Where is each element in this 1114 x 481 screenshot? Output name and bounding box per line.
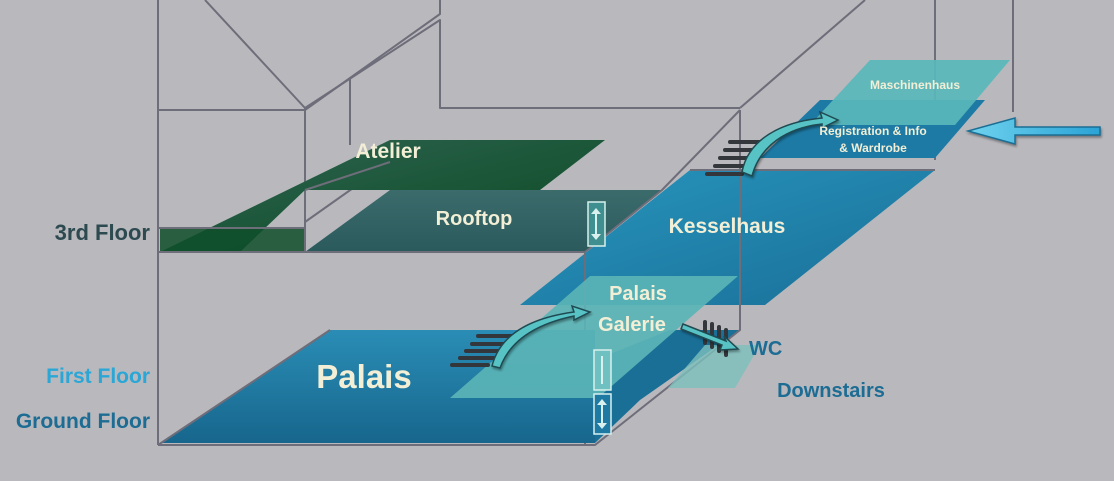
route-arrow-icon xyxy=(741,110,840,178)
maschinenhaus-area[interactable] xyxy=(810,60,1010,125)
route-arrow-icon xyxy=(680,323,740,351)
maschinenhaus-label: Maschinenhaus xyxy=(870,78,960,92)
first-floor-label: First Floor xyxy=(46,365,150,388)
first-floor xyxy=(450,276,760,398)
entrance-arrow-icon xyxy=(965,117,1101,145)
rooftop-area[interactable] xyxy=(305,190,662,252)
third-floor-label: 3rd Floor xyxy=(55,220,151,245)
rooftop-label: Rooftop xyxy=(436,208,513,230)
elevator-icon xyxy=(593,393,612,435)
palais-galerie-label-line2: Galerie xyxy=(598,314,666,336)
palais-galerie-label-line1: Palais xyxy=(609,283,667,305)
building-outline-back xyxy=(157,0,1014,445)
ground-floor-label: Ground Floor xyxy=(16,410,150,433)
kesselhaus-area[interactable] xyxy=(520,170,935,305)
right-wing xyxy=(520,60,1010,445)
route-arrow-icon xyxy=(491,304,592,369)
palais-galerie-area[interactable] xyxy=(450,276,738,398)
wc-area[interactable] xyxy=(668,345,760,388)
palais-label: Palais xyxy=(316,358,411,395)
kesselhaus-label: Kesselhaus xyxy=(669,215,786,238)
elevator-icon xyxy=(587,201,606,247)
registration-label-line1: Registration & Info xyxy=(819,124,926,138)
atelier-label: Atelier xyxy=(355,140,420,163)
atelier-side xyxy=(160,228,305,252)
downstairs-label: Downstairs xyxy=(777,380,885,402)
wc-label: WC xyxy=(749,338,782,360)
third-floor xyxy=(158,109,741,253)
elevator-icon xyxy=(593,349,612,391)
atelier-area[interactable] xyxy=(160,140,605,252)
registration-label-line2: & Wardrobe xyxy=(839,141,907,155)
